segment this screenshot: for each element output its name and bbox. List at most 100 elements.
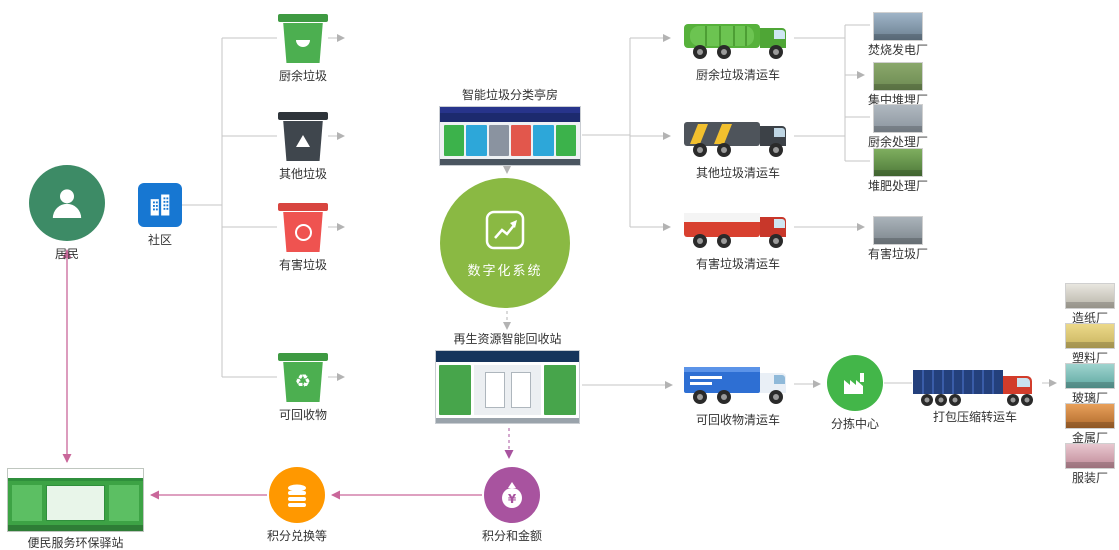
- points-exchange-node: 积分兑换等: [259, 467, 335, 543]
- kitchen-truck-node: 厨余垃圾清运车: [678, 12, 798, 82]
- recyclable-bin-icon: ♻: [278, 353, 328, 402]
- kitchen-plant-label: 厨余处理厂: [868, 135, 929, 149]
- points-exchange-label: 积分兑换等: [266, 529, 327, 543]
- station-body: [436, 362, 579, 418]
- service-station-base: [8, 525, 143, 531]
- resident-person-icon: [29, 165, 105, 241]
- paper-factory-label: 造纸厂: [1071, 311, 1108, 325]
- digital-system-node: 数字化系统: [440, 178, 570, 308]
- smart-kiosk-illustration: [439, 106, 581, 167]
- plant-compost: 堆肥处理厂: [868, 148, 928, 193]
- resident-node: 居民: [25, 165, 109, 261]
- station-right-panel: [544, 365, 576, 416]
- service-station-illustration: [7, 468, 144, 532]
- bowl-icon: [296, 39, 310, 47]
- other-waste-truck-icon: [684, 122, 786, 157]
- recyclable-truck-icon: [684, 367, 786, 404]
- kiosk-base: [440, 159, 580, 166]
- transfer-truck-icon: [912, 370, 1033, 406]
- landfill-plant-label: 集中堆埋厂: [868, 93, 929, 107]
- bin-other-label: 其他垃圾: [278, 167, 327, 181]
- bin-recyclable-label: 可回收物: [278, 408, 327, 422]
- digital-system-label: 数字化系统: [467, 263, 543, 279]
- hazardous-plant-label: 有害垃圾厂: [868, 247, 929, 261]
- station-left-panel: [439, 365, 471, 416]
- harmful-waste-bin-icon: [278, 203, 328, 252]
- glass-factory-label: 玻璃厂: [1071, 391, 1108, 405]
- community-building-icon: [138, 183, 182, 227]
- kitchen-plant-photo: [873, 104, 923, 133]
- factory-paper: 造纸厂: [1062, 283, 1118, 325]
- coins-icon: [269, 467, 325, 523]
- sorting-center-node: 分拣中心: [824, 355, 886, 431]
- service-station-window: [46, 485, 105, 521]
- svg-text:¥: ¥: [508, 492, 517, 506]
- community-label: 社区: [147, 233, 172, 247]
- station-doors: [474, 365, 541, 416]
- other-waste-bin-icon: [278, 112, 328, 161]
- station-base: [436, 418, 579, 424]
- transfer-truck-label: 打包压缩转运车: [932, 410, 1017, 424]
- kitchen-waste-bin-icon: [278, 14, 328, 63]
- service-station-label: 便民服务环保驿站: [27, 536, 124, 550]
- bin-kitchen-waste: 厨余垃圾: [277, 14, 329, 83]
- kiosk-roof: [440, 107, 580, 114]
- bin-recyclable: ♻ 可回收物: [277, 353, 329, 422]
- metal-factory-label: 金属厂: [1071, 431, 1108, 445]
- money-bag-icon: ¥: [484, 467, 540, 523]
- sorting-center-label: 分拣中心: [830, 417, 879, 431]
- bin-harmful-waste: 有害垃圾: [277, 203, 329, 272]
- harmful-truck-node: 有害垃圾清运车: [678, 201, 798, 271]
- points-amount-node: ¥ 积分和金额: [474, 467, 550, 543]
- factory-metal: 金属厂: [1062, 403, 1118, 445]
- clothing-factory-photo: [1065, 443, 1115, 469]
- factory-clothing: 服装厂: [1062, 443, 1118, 485]
- triangle-icon: [296, 135, 310, 147]
- clothing-factory-label: 服装厂: [1071, 471, 1108, 485]
- harmful-waste-truck-icon: [684, 213, 786, 248]
- resident-label: 居民: [54, 247, 79, 261]
- recyclable-truck-label: 可回收物清运车: [695, 413, 780, 427]
- other-truck-label: 其他垃圾清运车: [695, 166, 780, 180]
- plastic-factory-photo: [1065, 323, 1115, 349]
- compost-plant-label: 堆肥处理厂: [868, 179, 929, 193]
- kiosk-bin-units: [440, 122, 580, 160]
- recyclable-truck-node: 可回收物清运车: [678, 357, 798, 427]
- factory-icon: [827, 355, 883, 411]
- hazardous-plant-photo: [873, 216, 923, 245]
- recycle-station-node: 再生资源智能回收站: [434, 332, 581, 425]
- points-amount-label: 积分和金额: [481, 529, 542, 543]
- recycle-icon: ♻: [294, 371, 312, 392]
- kiosk-banner: [440, 113, 580, 123]
- service-station-body: [8, 481, 143, 525]
- bin-kitchen-label: 厨余垃圾: [278, 69, 327, 83]
- glass-factory-photo: [1065, 363, 1115, 389]
- incineration-plant-photo: [873, 12, 923, 41]
- plant-kitchen: 厨余处理厂: [868, 104, 928, 149]
- recycle-station-illustration: [435, 350, 580, 425]
- recycle-station-title: 再生资源智能回收站: [453, 332, 562, 346]
- plant-hazardous: 有害垃圾厂: [868, 216, 928, 261]
- incineration-plant-label: 焚烧发电厂: [868, 43, 929, 57]
- factory-glass: 玻璃厂: [1062, 363, 1118, 405]
- kitchen-truck-label: 厨余垃圾清运车: [695, 68, 780, 82]
- compost-plant-photo: [873, 148, 923, 177]
- service-station-roof: [8, 469, 143, 481]
- plastic-factory-label: 塑料厂: [1071, 351, 1108, 365]
- digital-system-circle: 数字化系统: [440, 178, 570, 308]
- harmful-truck-label: 有害垃圾清运车: [695, 257, 780, 271]
- factory-plastic: 塑料厂: [1062, 323, 1118, 365]
- smart-kiosk-title: 智能垃圾分类亭房: [461, 88, 558, 102]
- smart-kiosk-node: 智能垃圾分类亭房: [438, 88, 582, 167]
- bin-other-waste: 其他垃圾: [277, 112, 329, 181]
- landfill-plant-photo: [873, 62, 923, 91]
- metal-factory-photo: [1065, 403, 1115, 429]
- bin-harmful-label: 有害垃圾: [278, 258, 327, 272]
- paper-factory-photo: [1065, 283, 1115, 309]
- station-banner: [436, 351, 579, 363]
- chart-icon: [485, 210, 525, 249]
- service-station-node: 便民服务环保驿站: [7, 468, 144, 550]
- ring-icon: [294, 223, 312, 241]
